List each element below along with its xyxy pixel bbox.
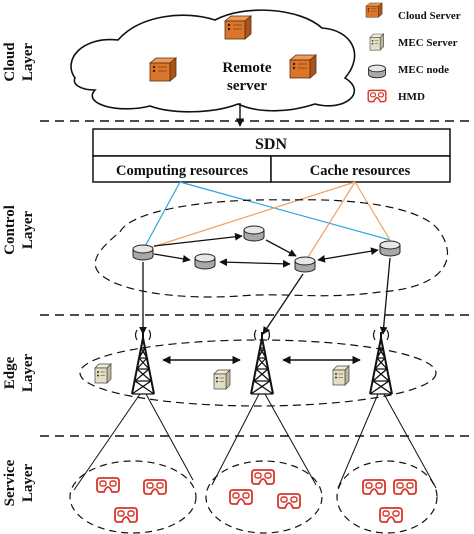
remote-server-label-line1: Remote	[222, 60, 271, 76]
control-layer-label-line1: Control	[2, 205, 18, 255]
legend-cloud-server-icon	[365, 2, 383, 18]
computing-resources-label: Computing resources	[116, 163, 248, 179]
hmd-icon	[96, 477, 120, 493]
mec-server-icon	[94, 363, 112, 384]
control-to-edge-arrows	[139, 257, 391, 335]
mec-node-icon	[243, 225, 265, 242]
link-blue	[142, 181, 181, 251]
mec-node-icon	[379, 240, 401, 257]
cloud-layer-label-line2: Layer	[20, 43, 36, 82]
cloud-server-icon	[224, 15, 252, 40]
arrow-to-tower-2	[262, 273, 304, 335]
coverage-lines	[73, 393, 437, 491]
mec-node-icon	[294, 256, 316, 273]
hmd-icon	[114, 507, 138, 523]
edge-region	[79, 339, 437, 407]
sdn-controller: SDN Computing resources Cache resources	[92, 128, 451, 183]
link-n2-n4	[219, 258, 291, 268]
link-orange	[142, 181, 356, 251]
service-layer-label: Service Layer	[2, 459, 36, 506]
cloud-shape	[70, 9, 356, 113]
tower-icon	[369, 329, 393, 395]
service-layer-label-line1: Service	[2, 459, 18, 506]
link-n1-n2	[153, 253, 191, 263]
legend: Cloud Server MEC Server MEC node HMD	[365, 2, 461, 103]
service-cluster-3	[336, 460, 438, 534]
legend-cloud-server-label: Cloud Server	[398, 10, 461, 22]
mec-node-icon	[194, 253, 216, 270]
legend-hmd-icon	[367, 89, 387, 103]
arrow-to-tower-3	[379, 257, 391, 335]
cache-resources-box	[270, 155, 451, 183]
resource-links	[142, 181, 391, 263]
hmd-icon	[379, 507, 403, 523]
legend-mec-server-label: MEC Server	[398, 37, 458, 49]
mec-node-icon	[132, 244, 154, 261]
hmd-icon	[362, 479, 386, 495]
control-layer-label: Control Layer	[2, 205, 36, 255]
cloud-server-icon	[289, 54, 317, 79]
hmd-icon	[251, 469, 275, 485]
layer-dividers	[40, 120, 474, 437]
mec-server-icon	[332, 365, 350, 386]
hmd-icon	[229, 489, 253, 505]
tower-icon	[131, 329, 155, 395]
legend-mec-node-icon	[368, 64, 386, 79]
link-blue	[179, 181, 391, 241]
control-node-links	[153, 232, 379, 268]
link-n4-n5	[317, 247, 379, 263]
link-orange	[304, 181, 356, 263]
link-n1-n3	[153, 232, 243, 247]
edge-layer-label-line2: Layer	[20, 354, 36, 393]
sdn-label: SDN	[255, 136, 287, 153]
cache-resources-label: Cache resources	[310, 163, 411, 179]
control-layer-label-line2: Layer	[20, 211, 36, 250]
link-orange	[354, 181, 391, 241]
cloud-layer-label: Cloud Layer	[2, 42, 36, 82]
service-cluster-1	[69, 460, 197, 534]
hmd-icon	[393, 479, 417, 495]
remote-server-label-line2: server	[227, 78, 267, 94]
legend-hmd-label: HMD	[398, 91, 425, 103]
hmd-icon	[277, 493, 301, 509]
hmd-icon	[143, 479, 167, 495]
control-region	[94, 199, 449, 298]
edge-layer-label: Edge Layer	[2, 354, 36, 393]
cloud-layer-label-line1: Cloud	[2, 42, 18, 82]
edge-layer-label-line1: Edge	[2, 356, 18, 389]
legend-mec-server-icon	[369, 33, 385, 51]
service-cluster-2	[205, 460, 323, 534]
legend-mec-node-label: MEC node	[398, 64, 449, 76]
link-n3-n4	[265, 239, 297, 257]
cloud-server-icon	[149, 57, 177, 82]
service-layer-label-line2: Layer	[20, 464, 36, 503]
mec-server-icon	[213, 369, 231, 390]
